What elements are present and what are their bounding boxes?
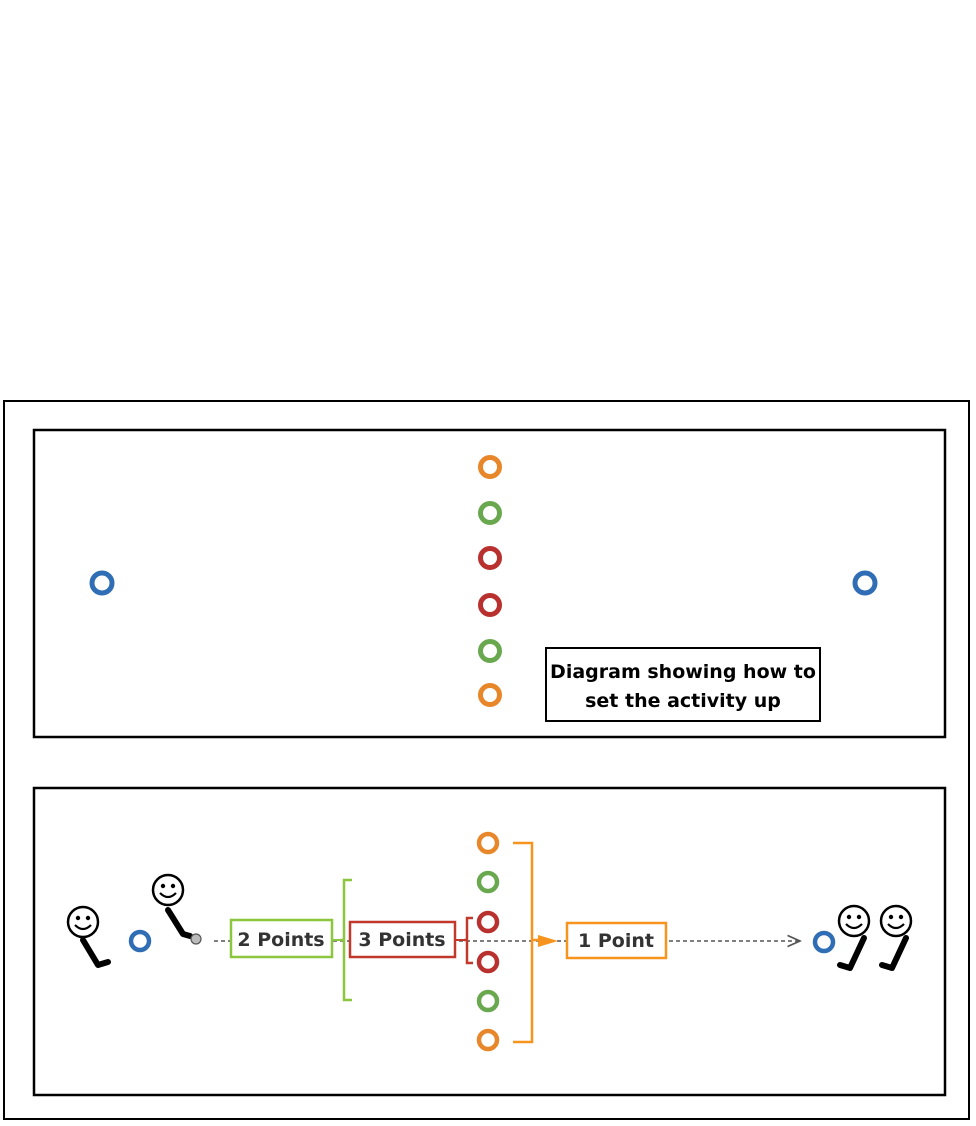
hockey-stick-icon <box>879 935 909 971</box>
cone-marker-icon <box>476 910 500 934</box>
cone-marker-icon <box>478 546 502 570</box>
setup-panel <box>32 428 947 739</box>
smiley-player-icon <box>837 904 871 938</box>
setup-caption-box: Diagram showing how to set the activity … <box>545 647 821 722</box>
setup-caption-line2: set the activity up <box>585 690 781 712</box>
three-points-label: 3 Points <box>348 920 457 959</box>
one-point-label: 1 Point <box>565 921 668 960</box>
cone-marker-icon <box>476 1028 500 1052</box>
ball-icon <box>190 933 202 945</box>
cone-marker-icon <box>478 683 502 707</box>
smiley-player-icon <box>879 904 913 938</box>
cone-marker-icon <box>478 639 502 663</box>
hockey-stick-icon <box>837 935 867 971</box>
scoring-panel <box>32 786 947 1097</box>
cone-marker-icon <box>476 831 500 855</box>
setup-caption-line1: Diagram showing how to <box>550 661 816 683</box>
cone-marker-icon <box>89 570 115 596</box>
smiley-player-icon <box>151 873 185 907</box>
hockey-stick-icon <box>80 937 111 968</box>
hockey-stick-icon <box>165 907 193 939</box>
cone-marker-icon <box>478 593 502 617</box>
two-points-bracket <box>340 878 352 1002</box>
cone-marker-icon <box>852 570 878 596</box>
cone-marker-icon <box>478 455 502 479</box>
smiley-player-icon <box>66 905 100 939</box>
cone-marker-icon <box>476 870 500 894</box>
cone-marker-icon <box>128 929 152 953</box>
cone-marker-icon <box>476 989 500 1013</box>
one-point-text: 1 Point <box>578 930 654 952</box>
cone-marker-icon <box>478 501 502 525</box>
three-points-text: 3 Points <box>358 929 445 951</box>
two-points-label: 2 Points <box>229 918 334 959</box>
cone-marker-icon <box>812 930 836 954</box>
cone-marker-icon <box>476 950 500 974</box>
activity-diagram-frame <box>3 400 970 1120</box>
three-points-bracket <box>464 916 473 965</box>
two-points-text: 2 Points <box>237 929 324 951</box>
